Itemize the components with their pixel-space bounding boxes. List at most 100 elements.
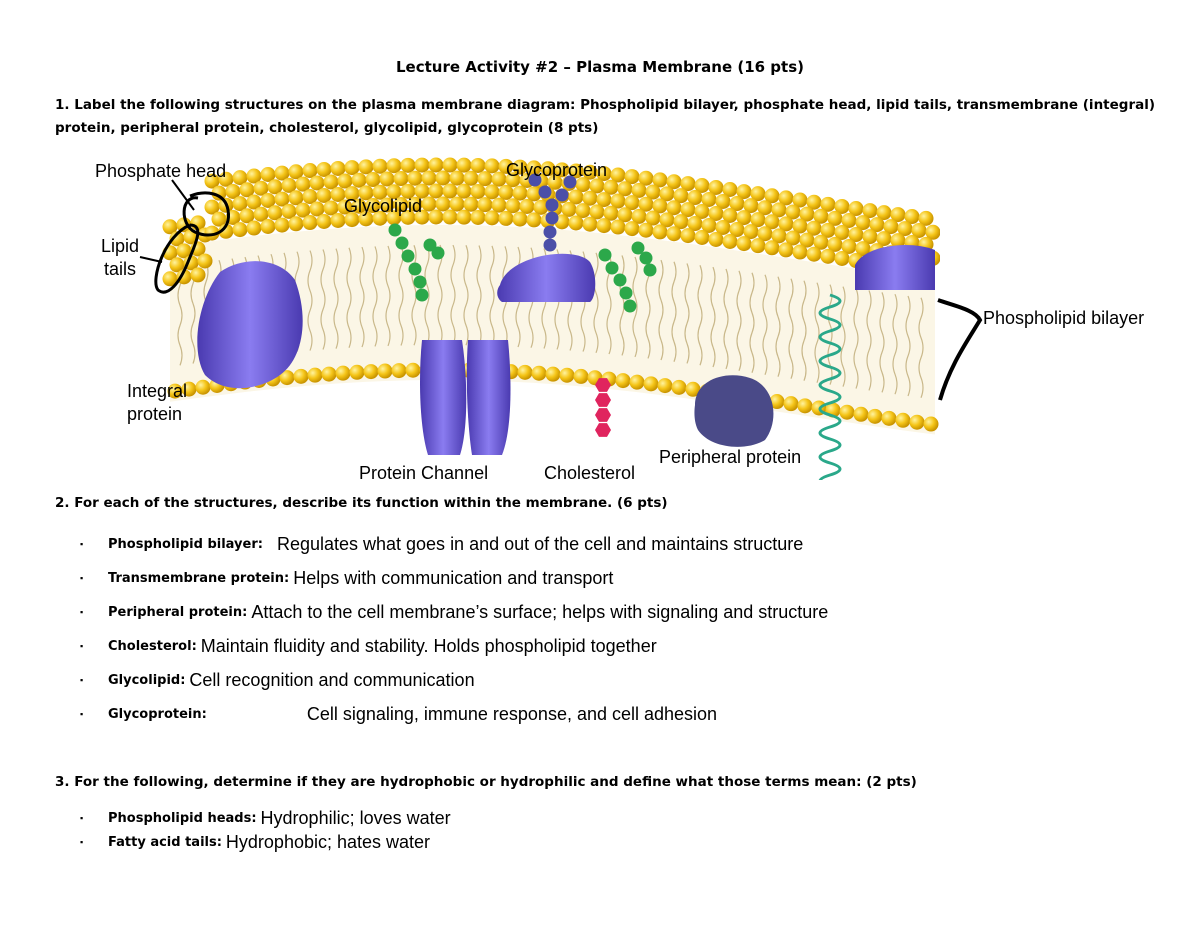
- bullet-icon: ▪: [80, 813, 84, 823]
- lipid-tails-loop: [154, 223, 200, 294]
- phosphate-head: [218, 171, 234, 187]
- phosphate-head: [904, 209, 920, 225]
- phosphate-head: [848, 201, 864, 217]
- list-item: ▪Phospholipid bilayer:Regulates what goe…: [80, 527, 828, 561]
- phosphate-head: [449, 170, 465, 186]
- phosphate-head: [883, 219, 899, 235]
- phosphate-head: [372, 210, 388, 226]
- phosphate-head: [778, 190, 794, 206]
- phosphate-head: [666, 174, 682, 190]
- item-answer: Attach to the cell membrane’s surface; h…: [251, 601, 829, 622]
- phosphate-head: [785, 230, 801, 246]
- phosphate-head: [813, 234, 829, 250]
- bullet-icon: ▪: [80, 675, 84, 685]
- label-integral: Integral: [127, 381, 188, 401]
- phosphate-head: [505, 198, 521, 214]
- label-lipid: Lipid: [101, 236, 140, 256]
- phosphate-head: [393, 197, 409, 213]
- phosphate-head: [785, 204, 801, 220]
- list-item: ▪Phospholipid heads:Hydrophilic; loves w…: [80, 806, 451, 830]
- phosphate-head-pointer: [171, 179, 195, 211]
- phosphate-head: [162, 271, 178, 287]
- phosphate-head: [316, 161, 332, 177]
- lipid-tail: [450, 244, 456, 346]
- phosphate-head: [645, 210, 661, 226]
- phosphate-head: [596, 166, 612, 182]
- phosphate-head: [428, 209, 444, 225]
- phosphate-head: [288, 216, 304, 232]
- item-term: Glycoprotein:: [108, 706, 207, 722]
- phosphate-head: [708, 231, 724, 247]
- phosphate-head: [631, 182, 647, 198]
- phosphate-head: [652, 172, 668, 188]
- phosphate-head: [267, 179, 283, 195]
- sugar-bead: [431, 246, 445, 260]
- phosphate-head: [190, 267, 206, 283]
- label-phosphate-head: Phosphate head: [95, 161, 227, 181]
- sugar-bead: [543, 238, 557, 252]
- phosphate-head: [484, 158, 500, 174]
- lipid-tail: [918, 297, 924, 398]
- lipid-tail: [307, 250, 313, 351]
- membrane-proteins: [197, 245, 935, 455]
- lipid-tail: [398, 245, 404, 346]
- phosphate-head: [923, 416, 939, 432]
- phosphate-head: [204, 173, 220, 189]
- bullet-icon: ▪: [80, 539, 84, 549]
- phosphate-head: [295, 202, 311, 218]
- lipid-tail: [320, 249, 326, 350]
- phosphate-head: [386, 158, 402, 174]
- phosphate-head: [568, 215, 584, 231]
- phosphate-head: [358, 159, 374, 175]
- phosphate-head: [680, 228, 696, 244]
- phosphate-head: [253, 180, 269, 196]
- phosphate-head: [867, 408, 883, 424]
- alpha-helix-protein: [818, 293, 842, 480]
- glycoprotein-base: [497, 253, 596, 302]
- label-peripheral-protein: Peripheral protein: [659, 447, 802, 467]
- phosphate-head: [204, 199, 220, 215]
- phosphate-head: [834, 198, 850, 214]
- phosphate-head: [442, 183, 458, 199]
- item-answer: Maintain fluidity and stability. Holds p…: [200, 635, 657, 656]
- phosphate-head: [582, 190, 598, 206]
- phosphate-head: [349, 364, 365, 380]
- phosphate-head: [617, 181, 633, 197]
- phosphate-head: [526, 186, 542, 202]
- sugar-bead: [408, 262, 422, 276]
- page-title: Lecture Activity #2 – Plasma Membrane (1…: [396, 58, 804, 76]
- phosphate-head: [307, 367, 323, 383]
- question-1: 1. Label the following structures on the…: [55, 97, 1156, 136]
- phosphate-head: [463, 170, 479, 186]
- lipid-tail: [905, 295, 911, 397]
- phosphate-head: [232, 222, 248, 238]
- bullet-icon: ▪: [80, 641, 84, 651]
- item-term: Glycolipid:: [108, 672, 186, 688]
- lipid-tail: [892, 293, 898, 395]
- phosphate-head: [834, 250, 850, 266]
- phosphate-head: [505, 172, 521, 188]
- plasma-membrane-diagram: [162, 157, 940, 480]
- phosphate-head: [162, 219, 178, 235]
- phosphate-head: [281, 177, 297, 193]
- phosphate-head: [729, 196, 745, 212]
- phosphate-head: [918, 210, 934, 226]
- phosphate-head: [652, 224, 668, 240]
- phosphate-head: [330, 160, 346, 176]
- phosphate-head: [771, 202, 787, 218]
- phosphate-head: [778, 242, 794, 258]
- phosphate-head: [638, 170, 654, 186]
- phosphate-head: [302, 215, 318, 231]
- phosphate-head: [897, 221, 913, 237]
- phosphate-head: [335, 365, 351, 381]
- lipid-tail: [775, 276, 781, 377]
- phosphate-head: [211, 185, 227, 201]
- item-answer: Regulates what goes in and out of the ce…: [276, 533, 804, 554]
- phosphate-head: [764, 214, 780, 230]
- phosphate-head: [610, 193, 626, 209]
- phosphate-head: [666, 226, 682, 242]
- phosphate-head: [545, 366, 561, 382]
- phosphate-head: [797, 398, 813, 414]
- item-term: Fatty acid tails:: [108, 834, 222, 850]
- lipid-tail: [437, 244, 443, 346]
